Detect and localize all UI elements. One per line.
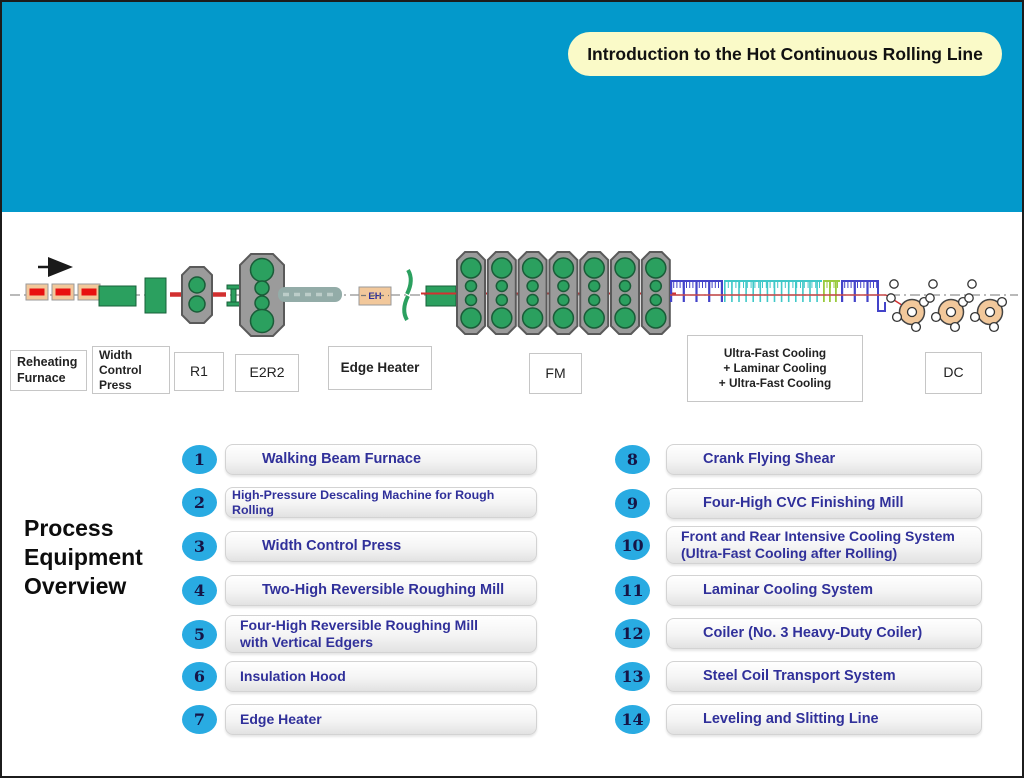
reheating-furnace-icon: [25, 283, 101, 301]
list-item-1: 1 Walking Beam Furnace: [182, 444, 537, 475]
list-item-4: 4 Two-High Reversible Roughing Mill: [182, 575, 537, 606]
list-item-2: 2 High-Pressure Descaling Machine for Ro…: [182, 487, 537, 518]
list-item-11: 11 Laminar Cooling System: [615, 575, 982, 606]
overview-heading: Process Equipment Overview: [24, 515, 143, 600]
item-label: Width Control Press: [225, 531, 537, 562]
ultra-fast-cooling-2-icon: [841, 280, 886, 312]
list-item-13: 13 Steel Coil Transport System: [615, 661, 982, 692]
r1-mill-icon: [170, 266, 226, 324]
item-label: High-Pressure Descaling Machine for Roug…: [225, 487, 537, 518]
transition-cooling-icon: [823, 280, 840, 302]
item-label: Two-High Reversible Roughing Mill: [225, 575, 537, 606]
label-reheating-furnace: Reheating Furnace: [10, 350, 87, 391]
svg-text:EH: EH: [368, 291, 381, 302]
item-number-badge: 13: [615, 662, 650, 691]
label-dc: DC: [925, 352, 982, 394]
label-fm: FM: [529, 353, 582, 394]
list-item-8: 8 Crank Flying Shear: [615, 444, 982, 475]
fm-entry-descaler-icon: [425, 285, 457, 307]
item-number-badge: 5: [182, 619, 217, 649]
item-label: Four-High Reversible Roughing Mill with …: [225, 615, 537, 653]
label-width-control-press: Width Control Press: [92, 346, 170, 394]
item-label: Leveling and Slitting Line: [666, 704, 982, 735]
list-item-6: 6 Insulation Hood: [182, 661, 537, 692]
list-item-5: 5 Four-High Reversible Roughing Mill wit…: [182, 615, 537, 653]
item-number-badge: 9: [615, 489, 650, 518]
item-number-badge: 12: [615, 619, 650, 648]
down-coilers-icon: [886, 279, 1008, 333]
label-edge-heater: Edge Heater: [328, 346, 432, 390]
list-item-10: 10 Front and Rear Intensive Cooling Syst…: [615, 526, 982, 564]
descaler-icon: [144, 277, 167, 314]
label-cooling-section: Ultra-Fast Cooling + Laminar Cooling + U…: [687, 335, 863, 402]
item-label: Four-High CVC Finishing Mill: [666, 488, 982, 519]
finishing-mill-stands-icon: [456, 251, 671, 335]
item-number-badge: 10: [615, 530, 650, 560]
label-r1: R1: [174, 352, 224, 391]
item-label: Edge Heater: [225, 704, 537, 735]
vertical-edger-icon: [226, 284, 241, 307]
item-number-badge: 1: [182, 445, 217, 474]
item-label: Walking Beam Furnace: [225, 444, 537, 475]
item-number-badge: 11: [615, 576, 650, 605]
list-item-12: 12 Coiler (No. 3 Heavy-Duty Coiler): [615, 618, 982, 649]
list-item-3: 3 Width Control Press: [182, 531, 537, 562]
item-label: Steel Coil Transport System: [666, 661, 982, 692]
page-title: Introduction to the Hot Continuous Rolli…: [568, 32, 1002, 76]
item-label: Insulation Hood: [225, 661, 537, 692]
item-number-badge: 3: [182, 532, 217, 561]
item-label: Crank Flying Shear: [666, 444, 982, 475]
edge-heater-icon: EH: [358, 286, 392, 306]
item-label: Front and Rear Intensive Cooling System …: [666, 526, 982, 564]
list-item-7: 7 Edge Heater: [182, 704, 537, 735]
list-item-9: 9 Four-High CVC Finishing Mill: [615, 488, 982, 519]
item-label: Laminar Cooling System: [666, 575, 982, 606]
crank-flying-shear-icon: [402, 268, 413, 322]
rolling-line-diagram: EH: [10, 251, 1018, 337]
item-number-badge: 4: [182, 576, 217, 605]
ultra-fast-cooling-1-icon: [670, 280, 723, 302]
laminar-cooling-icon: [724, 280, 822, 302]
insulation-hood-icon: [278, 287, 342, 302]
item-number-badge: 8: [615, 445, 650, 474]
item-number-badge: 6: [182, 662, 217, 691]
e2r2-mill-icon: [239, 253, 285, 337]
list-item-14: 14 Leveling and Slitting Line: [615, 704, 982, 735]
item-number-badge: 2: [182, 488, 217, 517]
label-e2r2: E2R2: [235, 354, 299, 392]
item-label: Coiler (No. 3 Heavy-Duty Coiler): [666, 618, 982, 649]
width-control-press-icon: [98, 285, 137, 307]
item-number-badge: 7: [182, 705, 217, 734]
item-number-badge: 14: [615, 705, 650, 734]
